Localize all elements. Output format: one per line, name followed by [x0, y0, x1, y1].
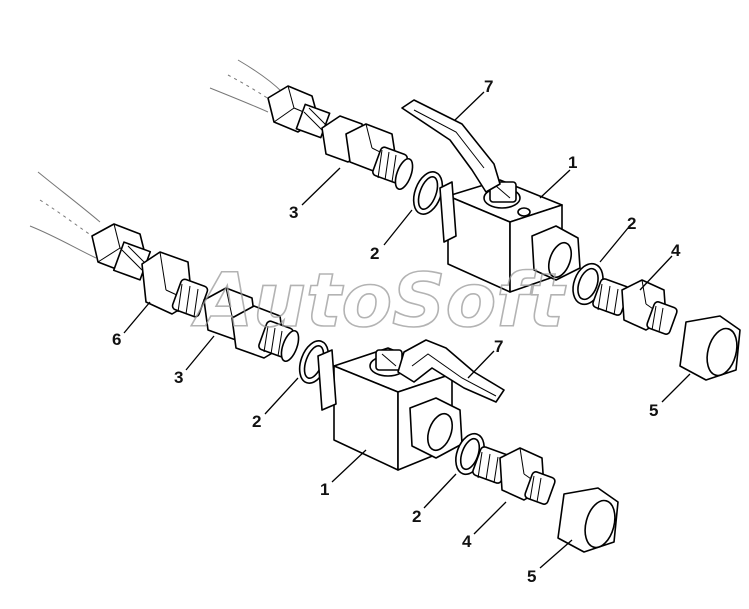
lower-cap-5 [557, 487, 619, 553]
callout-lower-seal-outlet: 2 [412, 507, 421, 526]
lower-hose-nut-6 [91, 223, 209, 318]
callout-upper-body: 1 [568, 153, 577, 172]
lower-handle-7 [397, 339, 505, 403]
callout-upper-seal-inlet: 2 [370, 244, 379, 263]
lower-hose [29, 171, 101, 259]
upper-hose-nut [267, 85, 331, 139]
callout-lower-adapter-inlet: 3 [174, 368, 183, 387]
upper-adapter-4 [592, 278, 678, 335]
callout-lower-adapter-outlet: 4 [462, 532, 472, 551]
lower-adapter-3 [203, 287, 300, 363]
watermark-text: AutoSoft [191, 258, 566, 344]
callout-upper-handle: 7 [484, 77, 493, 96]
callout-upper-adapter-inlet: 3 [289, 203, 298, 222]
upper-handle-7 [401, 99, 501, 193]
lower-valve-body [317, 347, 463, 471]
upper-adapter-3 [321, 115, 414, 191]
callout-lower-body: 1 [320, 480, 329, 499]
callout-upper-seal-outlet: 2 [627, 214, 636, 233]
lower-adapter-4 [472, 446, 556, 505]
callout-upper-adapter-outlet: 4 [671, 241, 681, 260]
leader-lines [123, 91, 691, 569]
callout-lower-cap: 5 [527, 567, 536, 586]
callout-labels: 7 1 2 3 2 4 5 6 3 2 7 1 2 4 5 [112, 77, 681, 586]
callout-upper-cap: 5 [649, 401, 658, 420]
callout-lower-seal-inlet: 2 [252, 412, 261, 431]
callout-lower-handle: 7 [494, 337, 503, 356]
upper-seal-outlet [572, 262, 604, 306]
upper-valve-body [439, 179, 581, 293]
callout-lower-hose-nut: 6 [112, 330, 121, 349]
upper-cap-5 [679, 315, 741, 381]
upper-seal-inlet [412, 171, 444, 215]
